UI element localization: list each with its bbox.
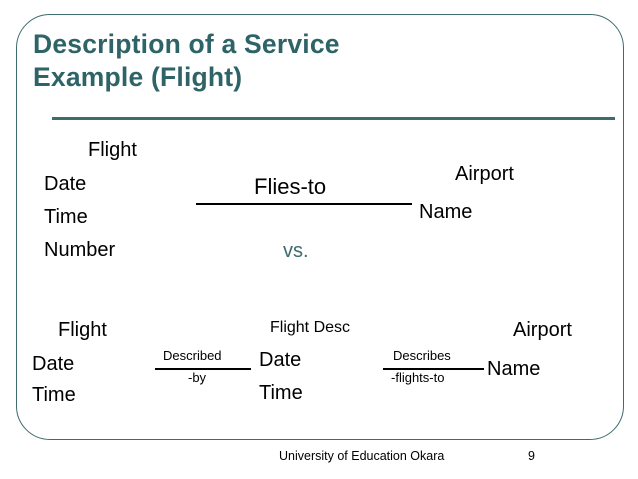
top-right-entity-name: Airport (455, 163, 514, 185)
page-title: Description of a Service Example (Flight… (33, 29, 340, 92)
comparison-separator-label: vs. (283, 240, 309, 262)
bottom-left-relationship-label-below: -by (188, 370, 207, 385)
bottom-middle-entity-attribute-date: Date (259, 349, 302, 371)
bottom-right-relationship-line (383, 368, 484, 370)
bottom-right-entity-attribute-name: Name (487, 358, 541, 380)
footer-organization: University of Education Okara (279, 449, 445, 463)
top-left-entity-attribute-date: Date (44, 173, 87, 195)
top-left-entity-name: Flight (88, 139, 137, 161)
bottom-left-relationship-line (155, 368, 251, 370)
slide-frame (16, 14, 624, 440)
title-divider (52, 117, 615, 120)
footer-page-number: 9 (528, 449, 535, 463)
top-relationship-line (196, 203, 412, 205)
bottom-left-entity-name: Flight (58, 319, 107, 341)
top-left-entity-attribute-number: Number (44, 239, 116, 261)
bottom-middle-entity-attribute-time: Time (259, 382, 303, 404)
bottom-right-relationship-label-below: -flights-to (391, 370, 445, 385)
top-right-entity-attribute-name: Name (419, 201, 473, 223)
bottom-left-entity-attribute-time: Time (32, 384, 76, 406)
bottom-left-relationship-label-above: Described (163, 348, 222, 363)
bottom-right-relationship-label-above: Describes (393, 348, 451, 363)
bottom-middle-entity-name: Flight Desc (270, 319, 351, 336)
bottom-right-entity-name: Airport (513, 319, 572, 341)
top-relationship-label: Flies-to (254, 174, 327, 199)
top-left-entity-attribute-time: Time (44, 206, 88, 228)
bottom-left-entity-attribute-date: Date (32, 353, 75, 375)
